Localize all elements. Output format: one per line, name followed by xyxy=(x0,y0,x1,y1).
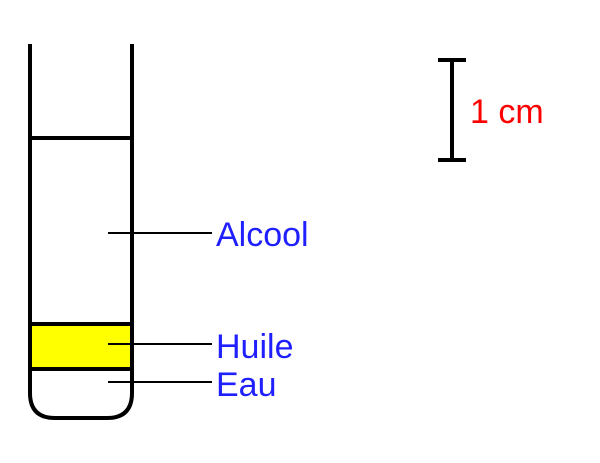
alcool-label: Alcool xyxy=(216,216,309,254)
scale-label: 1 cm xyxy=(470,93,544,131)
test-tube-outline xyxy=(28,44,134,420)
oil-layer xyxy=(32,324,131,369)
eau-label: Eau xyxy=(216,366,277,404)
scale-bar xyxy=(438,58,466,162)
huile-label: Huile xyxy=(216,328,293,366)
